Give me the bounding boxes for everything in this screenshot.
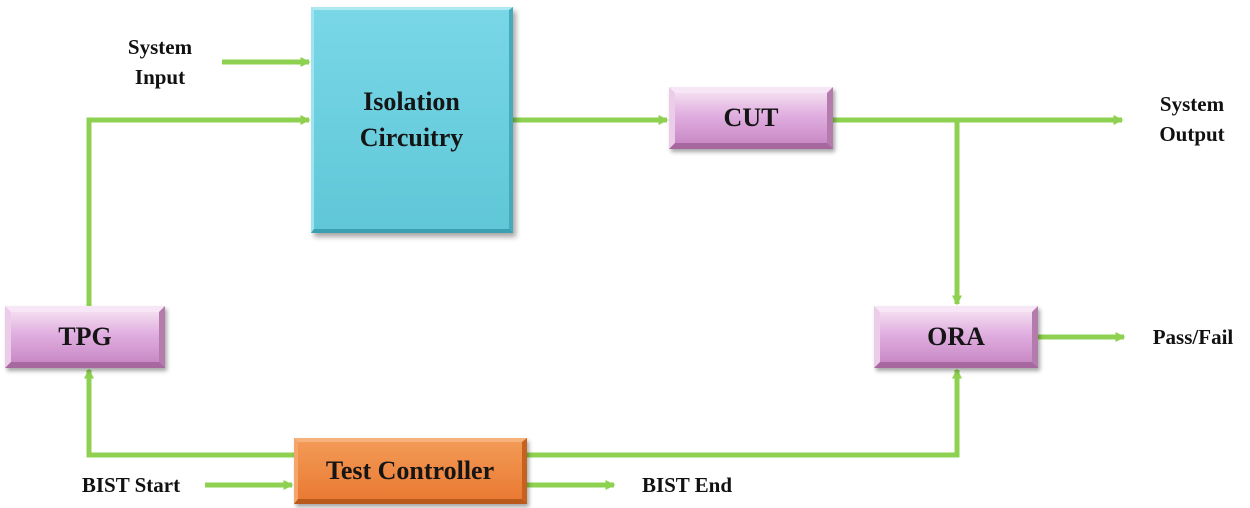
system-output-label: System Output [1140,89,1244,149]
controller-to-ora-arrow [527,368,962,458]
cut-block: CUT [669,87,833,149]
system-output-label-line2: Output [1159,122,1225,146]
system-input-label-line1: System [127,35,193,59]
bist-start-label: BIST Start [81,473,181,497]
tpg-block: TPG [5,306,165,368]
system-output-label-line1: System [1159,92,1225,116]
ora-block: ORA [874,306,1038,368]
isolation-label-line1: Isolation [363,86,460,116]
ora-label: ORA [927,322,985,351]
test-controller-block: Test Controller [294,438,527,504]
isolation-label-line2: Circuitry [359,122,464,152]
test-controller-label: Test Controller [325,455,495,485]
controller-to-tpg-arrow [84,368,294,458]
bist-end-label: BIST End [641,473,733,497]
cut-label: CUT [723,103,779,132]
isolation-circuitry-block: Isolation Circuitry [311,7,513,233]
system-input-label-line2: Input [134,65,186,89]
tpg-label: TPG [58,322,112,351]
pass-fail-label: Pass/Fail [1152,325,1234,349]
tpg-to-isolation-arrow [86,115,311,306]
system-input-label: System Input [110,32,210,92]
